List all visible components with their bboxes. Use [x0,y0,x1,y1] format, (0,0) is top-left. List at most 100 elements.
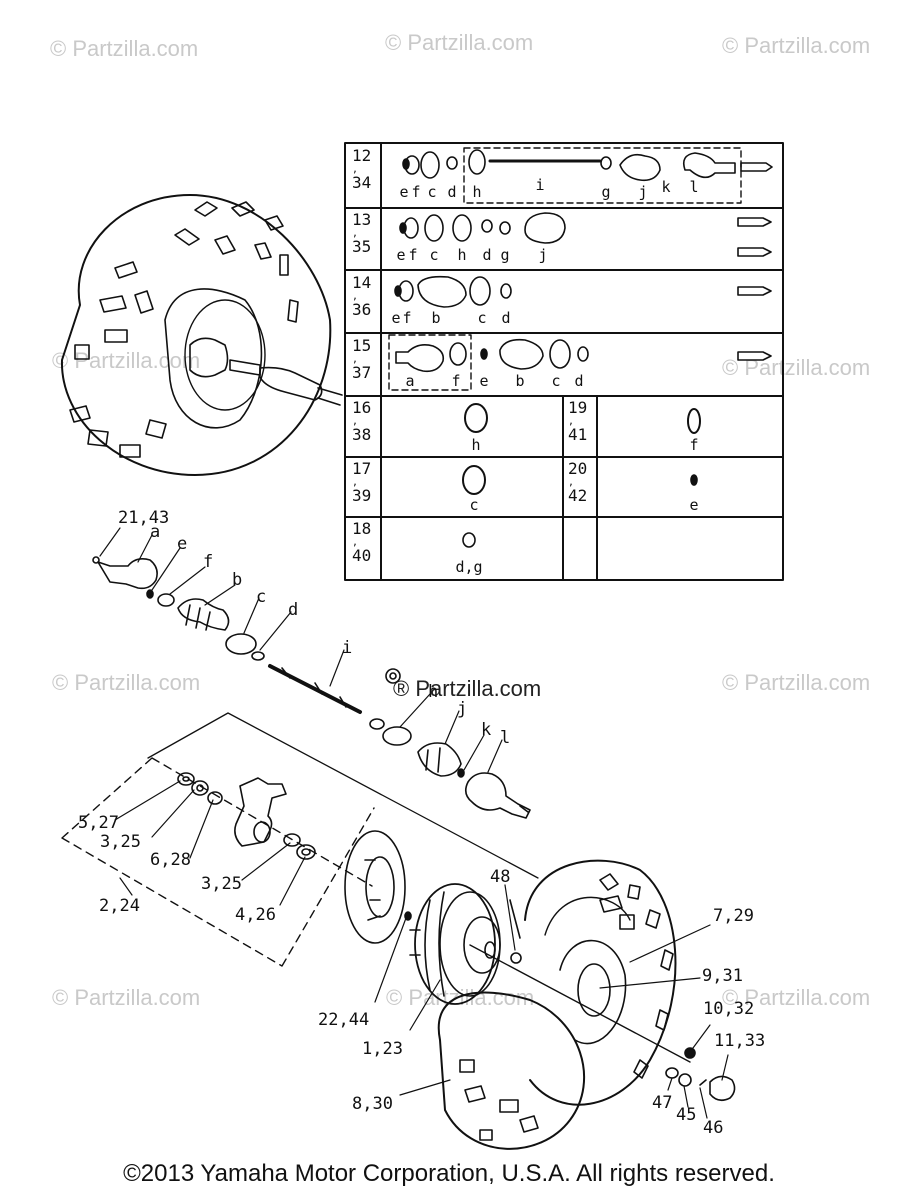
callout-21-43: 21,43 [118,508,170,528]
callout-h: h [428,682,439,702]
callout-a: a [150,522,161,542]
callout-1-23: 1,23 [362,1039,403,1059]
table-part-letter: e [689,496,699,514]
callout-5-27: 5,27 [78,813,119,833]
table-row-head: 18,40 [352,519,372,566]
callout-8-30: 8,30 [352,1094,393,1114]
copyright-notice: ©2013 Yamaha Motor Corporation, U.S.A. A… [123,1160,775,1187]
callout-10-32: 10,32 [703,999,755,1019]
table-row-head: 17,39 [352,459,372,506]
table-part-letter: c [477,309,487,327]
watermark: © Partzilla.com [722,355,871,380]
table-part-letter: c [427,183,437,201]
brake-hub-wheel [344,830,736,1150]
row6-ring-c [462,465,486,495]
table-part-letter: j [538,246,548,264]
table-row4-subassembly-box [388,334,472,391]
watermark: © Partzilla.com [50,36,199,61]
table-part-letter: k [661,178,671,196]
parts-table-grid [344,142,784,581]
callout-b: b [232,570,243,590]
table-part-letter: e [399,183,409,201]
row5-ring-h [464,403,488,433]
callout-leaders [99,527,729,1119]
table-row-head: 20,42 [568,459,588,506]
callout-46: 46 [703,1118,724,1138]
table-row-head: 13,35 [352,210,372,257]
table-part-letter: i [535,176,545,194]
table-part-letter: b [431,309,441,327]
row3-parts [394,275,772,308]
callout-11-33: 11,33 [714,1031,766,1051]
upper-wheel-assembly [60,194,343,476]
table-part-letter: e [396,246,406,264]
table-part-letter: f [411,183,421,201]
watermark: © Partzilla.com [52,670,201,695]
callout-3-25: 3,25 [100,832,141,852]
table-part-letter: d,g [455,558,483,576]
row2-parts [399,212,772,257]
table-part-letter: g [500,246,510,264]
callout-47: 47 [652,1093,673,1113]
row6-clip-e [690,474,698,486]
table-row-head: 16,38 [352,398,372,445]
table-part-letter: c [429,246,439,264]
table-part-letter: g [601,183,611,201]
table-part-letter: j [638,183,648,201]
callout-l: l [500,728,511,748]
table-row-head: 19,41 [568,398,588,445]
knuckle-assembly [61,712,539,967]
table-part-letter: d [501,309,511,327]
table-part-letter: l [689,178,699,196]
watermark: © Partzilla.com [385,30,534,55]
table-part-letter: f [402,309,412,327]
row4-parts [395,338,772,373]
callout-7-29: 7,29 [713,906,754,926]
watermark: © Partzilla.com [722,670,871,695]
table-part-letter: c [469,496,479,514]
table-part-letter: f [689,436,699,454]
row7-nut [462,532,476,548]
callout-2-24: 2,24 [99,896,140,916]
callout-c: c [256,587,267,607]
callout-f: f [203,552,214,572]
table-row-head: 14,36 [352,273,372,320]
callout-22-44: 22,44 [318,1010,370,1030]
table-part-letter: f [408,246,418,264]
table-part-letter: d [482,246,492,264]
table-part-letter: h [471,436,481,454]
row1-parts [402,149,773,182]
callout-45: 45 [676,1105,697,1125]
callout-k: k [481,720,492,740]
callout-e: e [177,534,188,554]
callout-j: j [457,699,468,719]
table-part-letter: c [551,372,561,390]
table-part-letter: a [405,372,415,390]
table-row-head: 12,34 [352,146,372,193]
callout-i: i [342,638,353,658]
table-part-letter: d [447,183,457,201]
row5-ring-f [687,408,701,434]
watermark: © Partzilla.com [722,33,871,58]
table-part-letter: h [457,246,467,264]
table-row1-subassembly-box [463,147,742,204]
table-part-letter: d [574,372,584,390]
callout-48: 48 [490,867,511,887]
callout-3-25: 3,25 [201,874,242,894]
table-part-letter: e [479,372,489,390]
table-part-letter: b [515,372,525,390]
table-part-letter: h [472,183,482,201]
callout-4-26: 4,26 [235,905,276,925]
table-part-letter: f [451,372,461,390]
table-row-head: 15,37 [352,336,372,383]
watermark: © Partzilla.com [52,985,201,1010]
callout-6-28: 6,28 [150,850,191,870]
watermark: © Partzilla.com [52,348,201,373]
callout-9-31: 9,31 [702,966,743,986]
drive-shaft-exploded [92,556,531,819]
partzilla-brand-watermark: ® Partzilla.com [393,676,542,701]
table-part-letter: e [391,309,401,327]
callout-d: d [288,600,299,620]
watermark: © Partzilla.com [722,985,871,1010]
